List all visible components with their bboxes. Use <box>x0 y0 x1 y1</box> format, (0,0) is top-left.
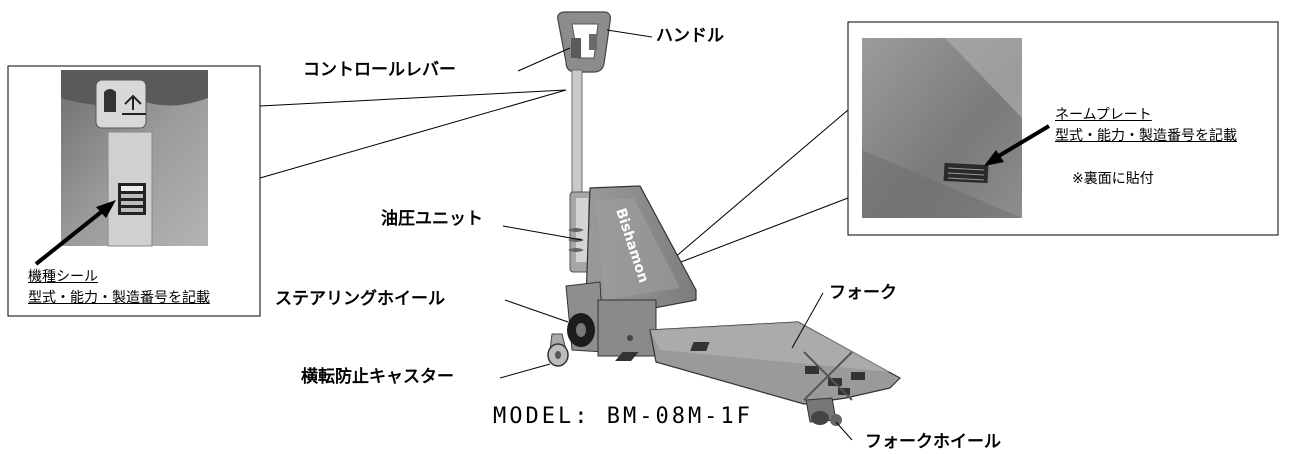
left-inset-photo <box>61 70 208 247</box>
right-inset <box>847 21 1279 236</box>
left-inset <box>7 65 261 317</box>
label-anti-tip-caster: 横転防止キャスター <box>301 367 454 387</box>
label-handle: ハンドル <box>656 26 724 46</box>
fork-part <box>615 321 901 405</box>
label-fork: フォーク <box>829 283 897 303</box>
left-inset-title: 機種シール <box>28 269 98 285</box>
handle-shaft <box>571 69 583 195</box>
label-steering-wheel: ステアリングホイール <box>275 289 445 309</box>
right-inset-title: ネームプレート <box>1055 107 1152 123</box>
label-fork-wheel: フォークホイール <box>865 432 1001 452</box>
leader-lines <box>499 29 853 441</box>
right-inset-arrow <box>984 124 1051 166</box>
steering-wheel-part <box>567 313 595 347</box>
fork-wheel-part <box>805 397 842 426</box>
anti-tip-caster-part <box>547 333 569 367</box>
right-inset-description: 型式・能力・製造番号を記載 <box>1055 128 1237 144</box>
inset-callout-lines <box>259 89 849 271</box>
right-inset-note: ※裏面に貼付 <box>1072 171 1154 187</box>
left-inset-arrow <box>34 200 116 266</box>
label-hydraulic-unit: 油圧ユニット <box>381 209 483 229</box>
handle-part <box>557 11 611 73</box>
label-control-lever: コントロールレバー <box>303 60 456 80</box>
right-inset-photo <box>862 38 1022 218</box>
pallet-truck: Bishamon <box>547 11 901 426</box>
model-number: MODEL: BM-08M-1F <box>493 404 753 429</box>
left-inset-description: 型式・能力・製造番号を記載 <box>28 290 210 306</box>
